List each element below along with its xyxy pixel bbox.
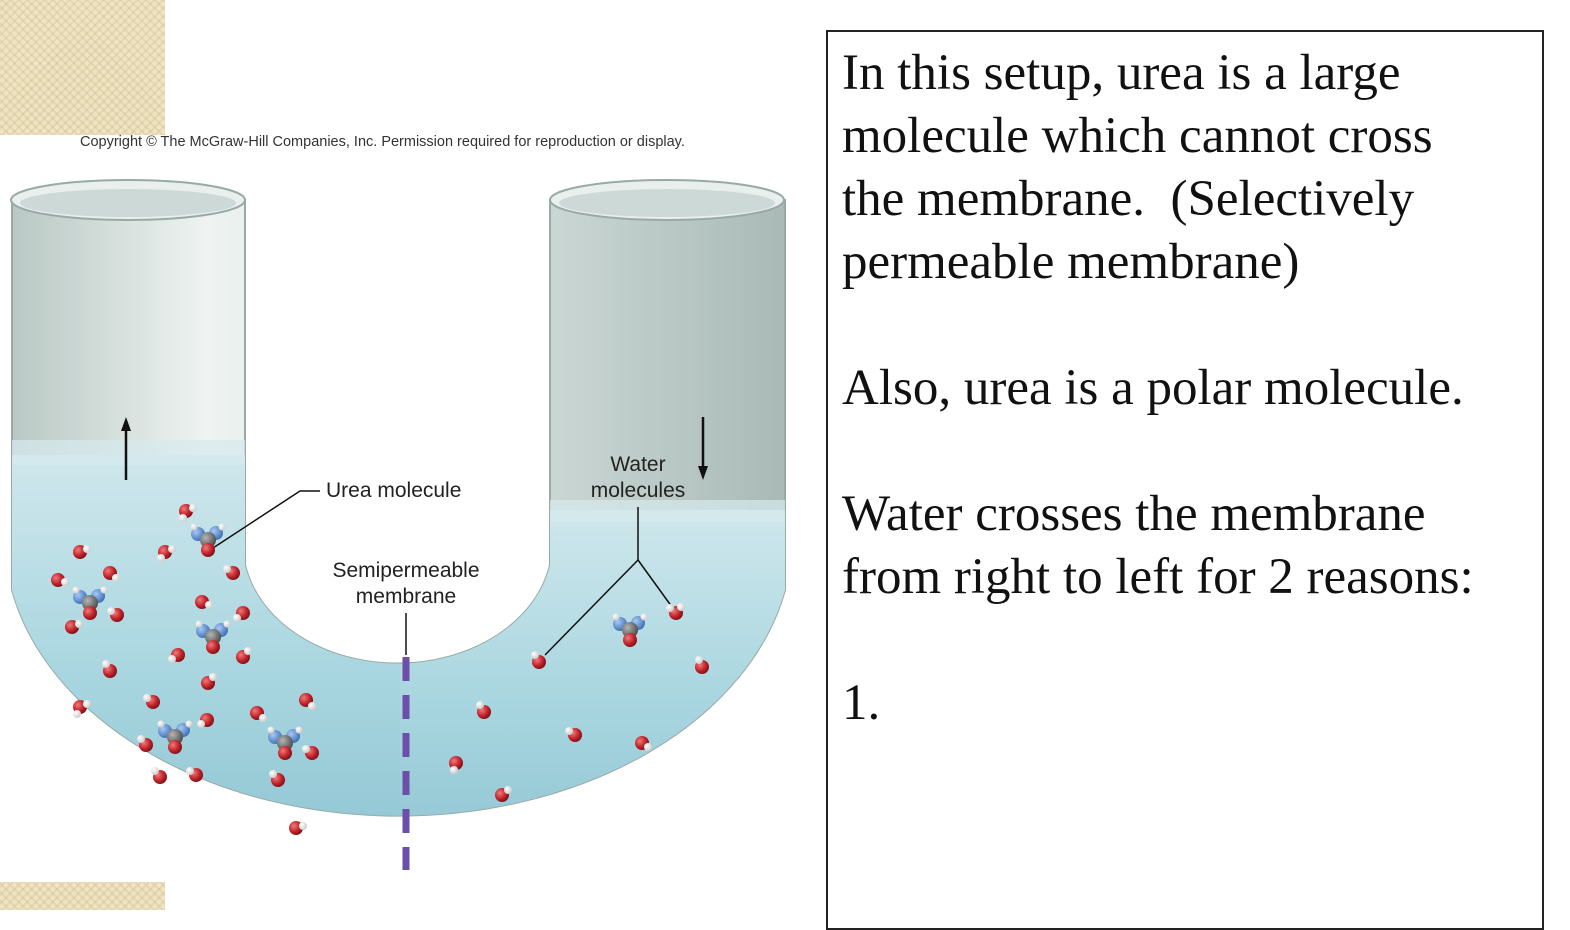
explanation-text-box: In this setup, urea is a large molecule … bbox=[826, 30, 1544, 930]
urea-molecules bbox=[72, 523, 648, 760]
water-rising-arrow bbox=[121, 417, 131, 480]
paragraph-1-line-2: molecule which cannot cross bbox=[842, 108, 1433, 164]
paragraph-4: 1. bbox=[842, 675, 881, 731]
urea-molecule-label: Urea molecule bbox=[326, 479, 462, 502]
paragraph-gap bbox=[842, 420, 1528, 483]
semipermeable-membrane-label: Semipermeable membrane bbox=[321, 558, 491, 610]
water-molecules-label: Water molecules bbox=[583, 452, 693, 504]
decorative-pattern-top-left bbox=[0, 0, 165, 135]
copyright-notice: Copyright © The McGraw-Hill Companies, I… bbox=[80, 134, 685, 150]
urea-label-leader bbox=[212, 490, 320, 549]
water-molecules-label-line1: Water bbox=[610, 453, 666, 476]
decorative-pattern-bottom-left bbox=[0, 882, 165, 910]
water-molecules-label-line2: molecules bbox=[590, 479, 686, 502]
water-left-arm bbox=[12, 455, 400, 816]
water-molecules bbox=[51, 504, 709, 835]
paragraph-3-line-1: Water crosses the membrane bbox=[842, 486, 1426, 542]
membrane-label-line2: membrane bbox=[355, 585, 457, 608]
paragraph-1-line-4: permeable membrane) bbox=[842, 234, 1300, 290]
membrane-label-line1: Semipermeable bbox=[332, 559, 480, 582]
water-label-leader bbox=[544, 507, 673, 656]
u-tube-diagram bbox=[10, 179, 786, 870]
water-falling-arrow bbox=[698, 417, 708, 480]
paragraph-1-line-1: In this setup, urea is a large bbox=[842, 45, 1401, 101]
paragraph-1-line-3: the membrane. (Selectively bbox=[842, 171, 1415, 227]
paragraph-gap bbox=[842, 294, 1528, 357]
paragraph-3-line-2: from right to left for 2 reasons: bbox=[842, 549, 1474, 605]
paragraph-2: Also, urea is a polar molecule. bbox=[842, 360, 1464, 416]
paragraph-gap bbox=[842, 609, 1528, 672]
